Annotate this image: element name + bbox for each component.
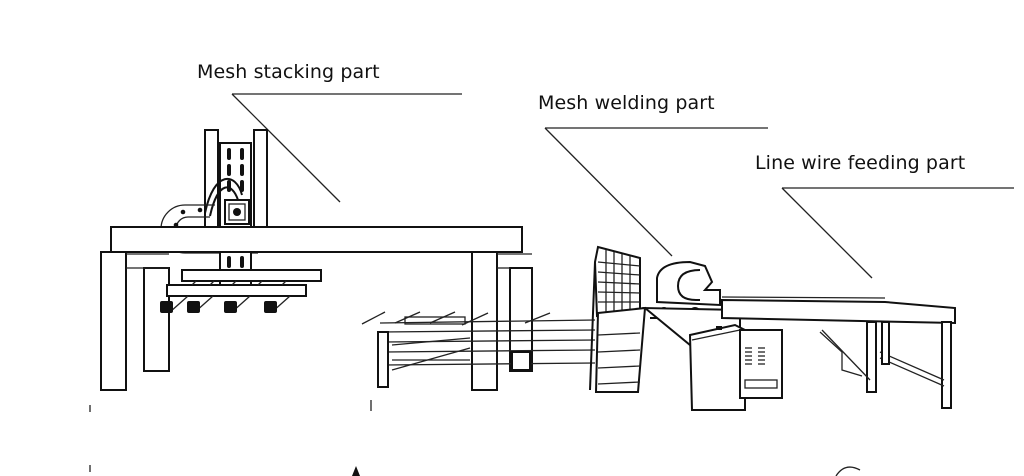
ladder	[594, 306, 647, 393]
label-mesh-welding-part: Mesh welding part	[538, 92, 715, 114]
feeding-table	[721, 298, 956, 325]
grabber-frame-upper	[181, 269, 322, 282]
guard-grid	[597, 250, 641, 313]
leader-mesh-welding	[544, 127, 768, 257]
leader-line-wire-feeding	[781, 187, 1014, 279]
label-mesh-stacking-part: Mesh stacking part	[197, 61, 380, 83]
mast-right-post	[253, 129, 268, 228]
feeder-leg-right	[941, 321, 952, 409]
grabber-hatching	[191, 280, 287, 286]
safety-guard	[593, 245, 641, 318]
mesh-stacking-part	[100, 129, 533, 391]
label-line-wire-feeding-part: Line wire feeding part	[755, 152, 966, 174]
feeder-leg-mid	[866, 321, 877, 393]
gantry-leg-left-front	[100, 251, 127, 391]
mesh-wires	[361, 311, 551, 326]
gantry-leg-left-rear	[143, 267, 170, 372]
grabber-frame-lower	[166, 284, 307, 297]
leader-mesh-stacking	[231, 93, 462, 203]
cabinet-vents	[745, 347, 765, 365]
mesh-conveyor	[361, 311, 596, 388]
magnet-grippers	[160, 295, 291, 313]
cropped-marks	[89, 400, 861, 476]
control-cabinet	[688, 323, 746, 411]
gantry-beam	[110, 226, 523, 253]
mast-slots	[227, 148, 244, 192]
mesh-welding-part	[589, 245, 746, 411]
line-wire-feeding-part	[721, 296, 956, 409]
